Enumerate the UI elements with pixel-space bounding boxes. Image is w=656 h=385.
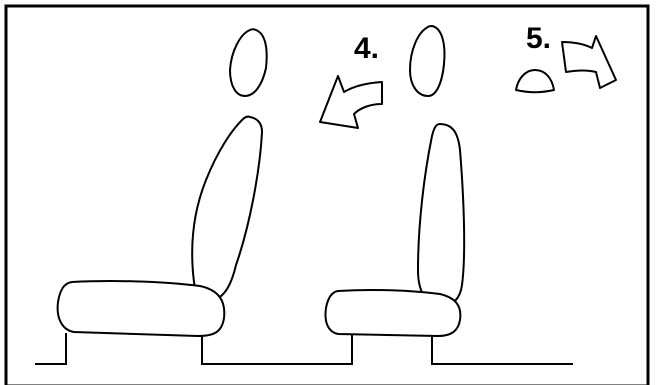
adjustment-knob-icon bbox=[516, 70, 554, 92]
seat-right-cushion bbox=[326, 290, 461, 336]
seat-left bbox=[36, 29, 352, 364]
floor-rail-between-seats bbox=[202, 334, 352, 364]
seat-right-backrest bbox=[418, 124, 464, 306]
step-5: 5. bbox=[516, 22, 616, 92]
step-4-label: 4. bbox=[354, 32, 379, 65]
seat-right-rear-leg bbox=[432, 334, 572, 364]
seat-left-backrest bbox=[192, 117, 262, 301]
seat-left-front-leg bbox=[36, 334, 66, 364]
step-5-label: 5. bbox=[526, 22, 551, 55]
rotate-right-arrow-icon bbox=[562, 36, 616, 88]
seat-left-headrest bbox=[230, 29, 267, 96]
rotate-left-arrow-icon bbox=[320, 76, 382, 128]
seat-right-headrest bbox=[410, 26, 445, 96]
seat-left-cushion bbox=[58, 281, 225, 336]
step-4: 4. bbox=[320, 32, 382, 128]
